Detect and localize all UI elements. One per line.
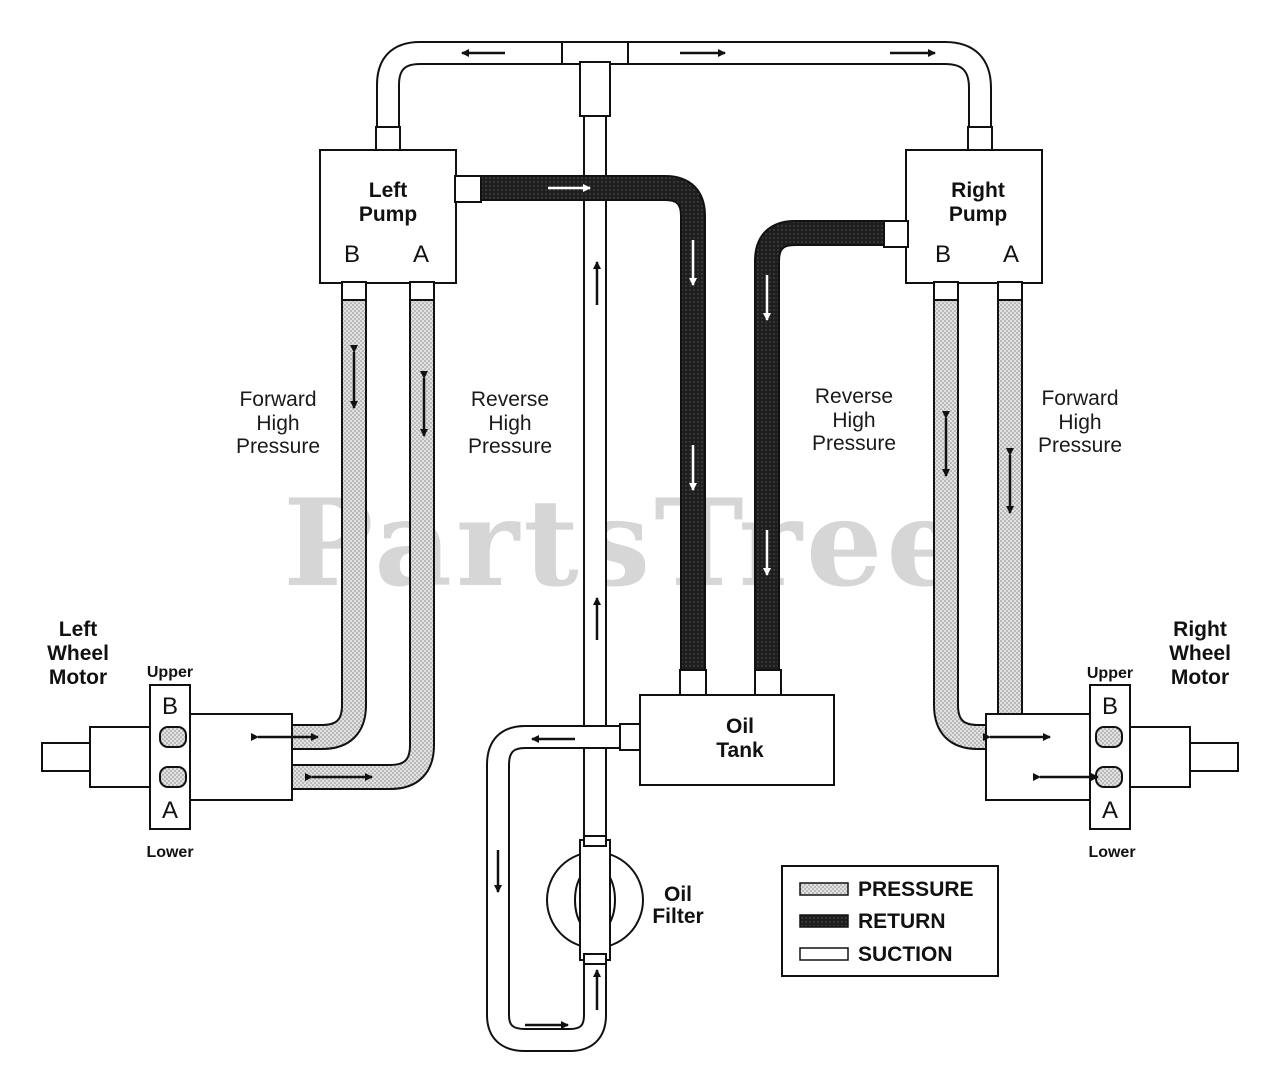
- left-motor-port-b: B: [162, 693, 178, 720]
- right-reverse-line-1: Reverse: [815, 385, 893, 408]
- flow-arrows: [251, 49, 1099, 1029]
- right-forward-line-1: Forward: [1041, 387, 1118, 410]
- oil-tank-label-2: Tank: [716, 739, 764, 762]
- right-motor-label-2: Wheel: [1169, 642, 1231, 665]
- legend: PRESSURE RETURN SUCTION: [781, 865, 999, 977]
- right-pump: Right Pump B A: [883, 126, 1043, 301]
- left-motor-port-a: A: [162, 797, 178, 824]
- watermark-text: PartsTree: [283, 473, 966, 614]
- oil-filter: Oil Filter: [546, 835, 704, 965]
- legend-swatch-suction: [799, 947, 849, 961]
- right-pump-port-a: A: [1003, 241, 1019, 268]
- left-reverse-label: Reverse High Pressure: [468, 388, 552, 458]
- left-motor-label-3: Motor: [49, 666, 107, 689]
- right-forward-line-2: High: [1058, 411, 1101, 434]
- legend-label-suction: SUCTION: [858, 943, 953, 966]
- left-pump-label-1: Left: [369, 179, 408, 202]
- right-pump-label-2: Pump: [949, 203, 1007, 226]
- tee-fitting: [561, 41, 629, 65]
- legend-swatch-pressure: [799, 882, 849, 896]
- oil-tank-label-1: Oil: [726, 715, 754, 738]
- right-motor-port-a: A: [1102, 797, 1118, 824]
- oil-filter-label-1: Oil: [664, 883, 692, 906]
- right-motor-upper-label: Upper: [1087, 665, 1133, 682]
- oil-tank: Oil Tank: [619, 669, 835, 786]
- return-lines: [480, 175, 888, 672]
- left-motor-lower-label: Lower: [146, 844, 193, 861]
- right-reverse-line-2: High: [832, 409, 875, 432]
- left-reverse-line-1: Reverse: [471, 388, 549, 411]
- right-forward-line-3: Pressure: [1038, 434, 1122, 457]
- left-forward-label: Forward High Pressure: [236, 388, 320, 458]
- left-pump-port-a: A: [413, 241, 429, 268]
- left-motor-label-2: Wheel: [47, 642, 109, 665]
- legend-label-pressure: PRESSURE: [858, 878, 974, 901]
- left-forward-line-2: High: [256, 412, 299, 435]
- left-pump-label-2: Pump: [359, 203, 417, 226]
- right-motor-lower-label: Lower: [1088, 844, 1135, 861]
- legend-swatch-return: [799, 914, 849, 928]
- right-pump-label-1: Right: [951, 179, 1005, 202]
- right-motor-label-3: Motor: [1171, 666, 1229, 689]
- oil-filter-label-2: Filter: [652, 905, 703, 928]
- right-reverse-line-3: Pressure: [812, 432, 896, 455]
- left-pump: Left Pump B A: [319, 126, 482, 301]
- left-motor-label-1: Left: [59, 618, 98, 641]
- left-forward-line-1: Forward: [239, 388, 316, 411]
- left-reverse-line-2: High: [488, 412, 531, 435]
- legend-label-return: RETURN: [858, 910, 946, 933]
- suction-lines: [376, 41, 992, 1052]
- right-wheel-motor: B A Upper Lower Right Wheel Motor: [985, 618, 1239, 861]
- right-pump-port-b: B: [935, 241, 951, 268]
- right-motor-port-b: B: [1102, 693, 1118, 720]
- right-reverse-label: Reverse High Pressure: [812, 385, 896, 455]
- left-pump-port-b: B: [344, 241, 360, 268]
- tee-fitting-stem: [579, 61, 611, 117]
- left-forward-line-3: Pressure: [236, 435, 320, 458]
- right-forward-label: Forward High Pressure: [1038, 387, 1122, 457]
- left-wheel-motor: B A Upper Lower Left Wheel Motor: [41, 618, 293, 861]
- left-reverse-line-3: Pressure: [468, 435, 552, 458]
- right-motor-label-1: Right: [1173, 618, 1227, 641]
- left-motor-upper-label: Upper: [147, 664, 193, 681]
